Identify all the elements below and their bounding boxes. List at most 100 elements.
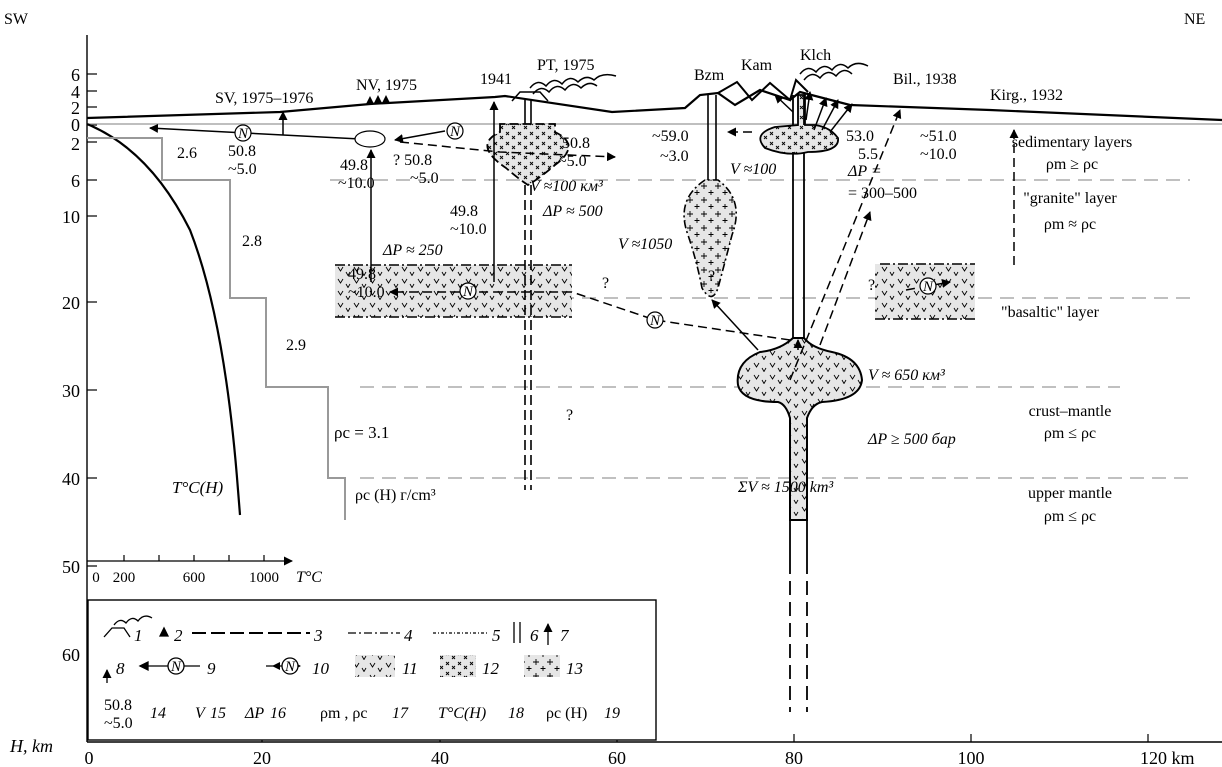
svg-text:N: N (649, 313, 661, 329)
svg-text:Bzm: Bzm (694, 67, 725, 84)
svg-text:53.0: 53.0 (846, 128, 874, 145)
svg-text:~10.0: ~10.0 (450, 221, 487, 238)
svg-text:ρm ≥ ρc: ρm ≥ ρc (1046, 156, 1098, 173)
density-curve-label: ρc (H) г/cm³ (355, 487, 436, 504)
density-step-1: 2.6 (177, 145, 197, 162)
svg-text:~59.0: ~59.0 (652, 128, 689, 145)
svg-text:49.8: 49.8 (450, 203, 478, 220)
svg-text:Kirg., 1932: Kirg., 1932 (990, 87, 1063, 104)
svg-text:ΣV ≈ 1500 km³: ΣV ≈ 1500 km³ (737, 479, 833, 496)
svg-text:600: 600 (183, 570, 206, 586)
svg-text:1000: 1000 (249, 570, 279, 586)
density-step-2: 2.8 (242, 233, 262, 250)
svg-text:5: 5 (492, 626, 501, 645)
svg-text:~5.0: ~5.0 (104, 715, 133, 732)
svg-text:2: 2 (174, 626, 183, 645)
corner-sw: SW (4, 11, 29, 28)
svg-text:80: 80 (785, 748, 803, 767)
svg-text:PT, 1975: PT, 1975 (537, 57, 594, 74)
svg-text:6: 6 (71, 171, 80, 191)
svg-text:13: 13 (566, 659, 583, 678)
svg-text:3: 3 (313, 626, 323, 645)
svg-text:40: 40 (62, 469, 80, 489)
svg-text:11: 11 (402, 659, 418, 678)
svg-text:V ≈100 км³: V ≈100 км³ (530, 178, 603, 195)
svg-text:ρm , ρc: ρm , ρc (320, 705, 368, 722)
svg-text:0: 0 (71, 115, 80, 135)
density-mantle: ρc = 3.1 (334, 423, 389, 442)
svg-text:Klch: Klch (800, 47, 831, 64)
svg-text:= 300–500: = 300–500 (848, 185, 917, 202)
svg-text:SV, 1975–1976: SV, 1975–1976 (215, 90, 313, 107)
corner-ne: NE (1184, 11, 1205, 28)
svg-text:?: ? (566, 407, 573, 424)
eruption-labels: SV, 1975–1976 NV, 1975 1941 PT, 1975 Bzm… (215, 47, 1063, 107)
svg-text:9: 9 (207, 659, 216, 678)
svg-text:50.8: 50.8 (228, 143, 256, 160)
density-step-3: 2.9 (286, 337, 306, 354)
svg-text:? 50.8: ? 50.8 (393, 152, 432, 169)
y-tick-labels: 6 4 2 0 2 6 10 20 30 40 50 60 (62, 65, 80, 665)
svg-text:ρc (H): ρc (H) (546, 705, 587, 722)
legend-swatch-13 (524, 655, 560, 677)
svg-text:17: 17 (392, 705, 409, 722)
lateral-flow-arrows (150, 128, 445, 140)
svg-text:~10.0: ~10.0 (348, 284, 385, 301)
svg-text:N: N (170, 659, 182, 675)
svg-text:1: 1 (134, 626, 143, 645)
svg-text:ΔP =: ΔP = (847, 163, 882, 180)
svg-text:ΔP ≈ 250: ΔP ≈ 250 (382, 242, 443, 259)
svg-text:V ≈100: V ≈100 (730, 161, 776, 178)
svg-text:49.8: 49.8 (340, 157, 368, 174)
svg-text:N: N (237, 126, 249, 142)
svg-text:crust–mantle: crust–mantle (1029, 403, 1112, 420)
svg-text:16: 16 (270, 705, 286, 722)
svg-text:"granite" layer: "granite" layer (1023, 190, 1117, 207)
temperature-axis (87, 555, 292, 561)
svg-text:N: N (922, 279, 934, 295)
svg-text:4: 4 (404, 626, 413, 645)
svg-text:~10.0: ~10.0 (338, 175, 375, 192)
svg-text:50.8: 50.8 (104, 697, 132, 714)
svg-text:100: 100 (958, 748, 985, 767)
svg-text:~5.0: ~5.0 (558, 153, 587, 170)
legend-swatch-12 (440, 655, 476, 677)
y-axis-label: H, km (9, 736, 53, 756)
svg-text:ΔP ≥ 500 бар: ΔP ≥ 500 бар (867, 431, 956, 448)
svg-text:ΔP ≈ 500: ΔP ≈ 500 (542, 203, 603, 220)
svg-text:N: N (284, 659, 296, 675)
svg-text:1941: 1941 (480, 71, 512, 88)
x-tick-labels: 0 20 40 60 80 100 (85, 748, 985, 767)
temperature-curve-label: T°C(H) (172, 478, 224, 497)
svg-text:14: 14 (150, 705, 166, 722)
svg-text:0: 0 (92, 570, 100, 586)
svg-text:N: N (462, 284, 474, 300)
svg-text:50: 50 (62, 557, 80, 577)
svg-text:ρm ≈ ρc: ρm ≈ ρc (1044, 216, 1096, 233)
svg-text:10: 10 (312, 659, 330, 678)
svg-text:V ≈ 650 км³: V ≈ 650 км³ (868, 367, 945, 384)
svg-text:Kam: Kam (741, 57, 773, 74)
svg-text:18: 18 (508, 705, 524, 722)
lava-flow-vents (366, 95, 390, 104)
svg-text:V ≈1050: V ≈1050 (618, 236, 672, 253)
svg-text:~10.0: ~10.0 (920, 146, 957, 163)
svg-text:2: 2 (71, 134, 80, 154)
temperature-axis-labels: 0 200 600 1000 (92, 570, 279, 586)
svg-text:20: 20 (62, 293, 80, 313)
x-axis-unit: 120 km (1140, 748, 1195, 767)
svg-text:Bil., 1938: Bil., 1938 (893, 71, 957, 88)
density-step-curve (87, 138, 345, 520)
svg-text:0: 0 (85, 748, 94, 767)
mantle-feeder-conduit (790, 520, 807, 712)
svg-text:upper mantle: upper mantle (1028, 485, 1112, 502)
svg-text:ΔP: ΔP (244, 705, 264, 722)
svg-text:?: ? (708, 268, 715, 285)
svg-text:50.8: 50.8 (562, 135, 590, 152)
svg-text:ρm ≤ ρc: ρm ≤ ρc (1044, 425, 1096, 442)
svg-text:ρm ≤ ρc: ρm ≤ ρc (1044, 508, 1096, 525)
svg-text:40: 40 (431, 748, 449, 767)
svg-text:6: 6 (530, 626, 539, 645)
svg-text:30: 30 (62, 381, 80, 401)
